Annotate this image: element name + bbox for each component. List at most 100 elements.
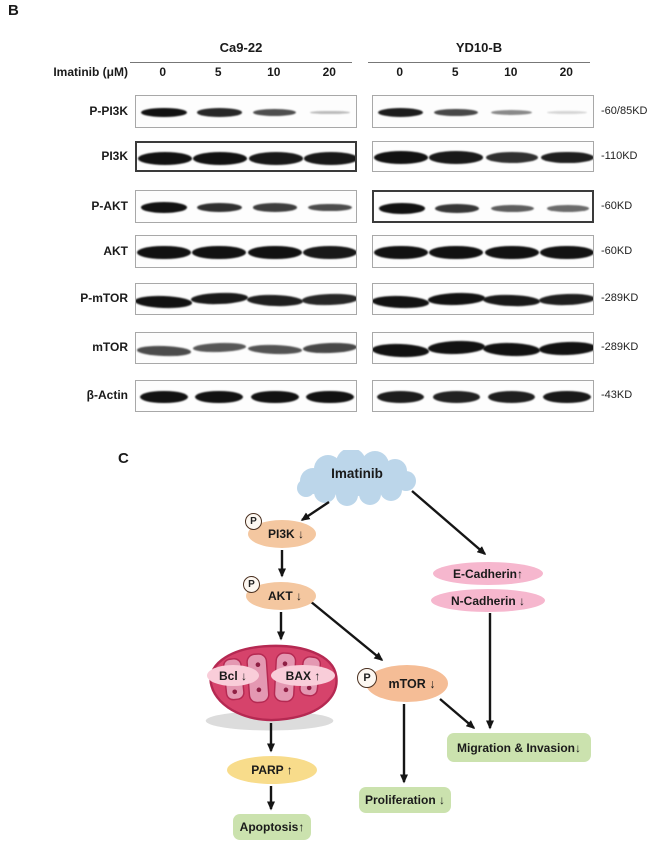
protein-band (302, 342, 356, 354)
protein-band (195, 390, 244, 404)
blot-box-left (135, 235, 357, 268)
group-underline-left (130, 62, 352, 63)
node-p-mtor: mTOR ↓ (366, 665, 448, 702)
protein-band (484, 245, 539, 260)
blot-row-label: AKT (103, 243, 128, 258)
blot-box-right (372, 283, 594, 315)
dose-row-yd10-b: 0 5 10 20 (372, 64, 594, 80)
protein-band (547, 110, 588, 115)
protein-band (136, 344, 191, 357)
protein-band (373, 245, 428, 260)
protein-band (488, 391, 536, 403)
blot-box-left (135, 283, 357, 315)
molecular-weight-label: -60KD (601, 199, 633, 212)
protein-band (310, 110, 351, 115)
protein-band (378, 203, 425, 214)
protein-band (192, 245, 247, 260)
protein-band (140, 107, 187, 118)
protein-band (246, 294, 304, 307)
node-e-cadherin: E-Cadherin↑ (433, 562, 543, 585)
protein-band (491, 204, 535, 213)
protein-band (483, 293, 541, 308)
blot-box-left (135, 95, 357, 128)
protein-band (377, 390, 425, 404)
blot-row-label: P-AKT (91, 198, 128, 213)
cell-line-yd10-b: YD10-B (455, 40, 503, 55)
protein-band (429, 151, 484, 164)
protein-band (373, 151, 428, 164)
protein-band (253, 108, 297, 116)
molecular-weight-label: -60/85KD (601, 104, 648, 117)
protein-band (429, 245, 484, 260)
arrow-mtor-to-migration (439, 698, 476, 729)
protein-band (432, 391, 480, 403)
blot-row-label: P-mTOR (80, 291, 128, 305)
protein-band (193, 152, 248, 165)
protein-band (434, 108, 479, 117)
blot-box-left (135, 332, 357, 364)
node-proliferation: Proliferation ↓ (359, 787, 451, 813)
protein-band (136, 245, 191, 260)
protein-band (196, 202, 242, 213)
blot-box-right (372, 235, 594, 268)
protein-band (547, 205, 590, 212)
blot-row-label: PI3K (101, 148, 128, 163)
protein-band (483, 342, 541, 357)
phospho-badge-mtor: P (357, 668, 377, 688)
protein-band (250, 390, 299, 404)
node-imatinib: Imatinib (331, 466, 383, 481)
protein-band (373, 343, 430, 358)
protein-band (248, 152, 303, 165)
dose-value: 0 (159, 65, 167, 79)
cell-line-ca9-22: Ca9-22 (219, 40, 263, 55)
dose-value: 5 (451, 65, 459, 79)
protein-band (196, 108, 242, 117)
phospho-badge-pi3k: P (245, 513, 262, 530)
blot-row-label: mTOR (92, 340, 128, 354)
protein-band (139, 390, 188, 404)
protein-band (247, 343, 302, 356)
dose-value: 20 (559, 65, 573, 79)
panel-b-label: B (8, 2, 19, 19)
mitochondria-illustration (205, 644, 338, 731)
dose-value: 0 (396, 65, 404, 79)
protein-band (540, 245, 593, 260)
blot-box-right (372, 380, 594, 412)
node-bax: BAX ↑ (271, 665, 335, 686)
protein-band (137, 152, 192, 165)
dose-value: 10 (267, 65, 281, 79)
protein-band (538, 292, 593, 306)
blot-row-label: β-Actin (86, 388, 128, 402)
protein-band (302, 292, 356, 306)
protein-band (304, 152, 355, 165)
node-bcl: Bcl ↓ (207, 665, 259, 686)
protein-band (192, 342, 247, 353)
protein-band (303, 245, 356, 260)
blot-row-label: P-PI3K (89, 103, 128, 118)
protein-band (538, 340, 593, 356)
protein-band (427, 340, 485, 355)
dose-value: 5 (214, 65, 222, 79)
blot-box-right (372, 190, 594, 223)
protein-band (306, 390, 355, 404)
node-migration-invasion: Migration & Invasion↓ (447, 733, 591, 762)
blot-box-right (372, 332, 594, 364)
blot-box-right (372, 141, 594, 172)
protein-band (373, 294, 430, 309)
protein-band (491, 109, 533, 116)
protein-band (485, 151, 538, 164)
molecular-weight-label: -289KD (601, 341, 639, 353)
blot-box-left (135, 190, 357, 223)
imatinib-cloud-shape (297, 450, 416, 506)
molecular-weight-label: -110KD (601, 149, 638, 162)
blot-box-right (372, 95, 594, 128)
protein-band (435, 204, 480, 213)
dose-value: 10 (504, 65, 518, 79)
blot-box-left (135, 141, 357, 172)
protein-band (252, 203, 297, 212)
protein-band (427, 291, 485, 306)
protein-band (308, 203, 353, 212)
protein-band (247, 245, 302, 260)
